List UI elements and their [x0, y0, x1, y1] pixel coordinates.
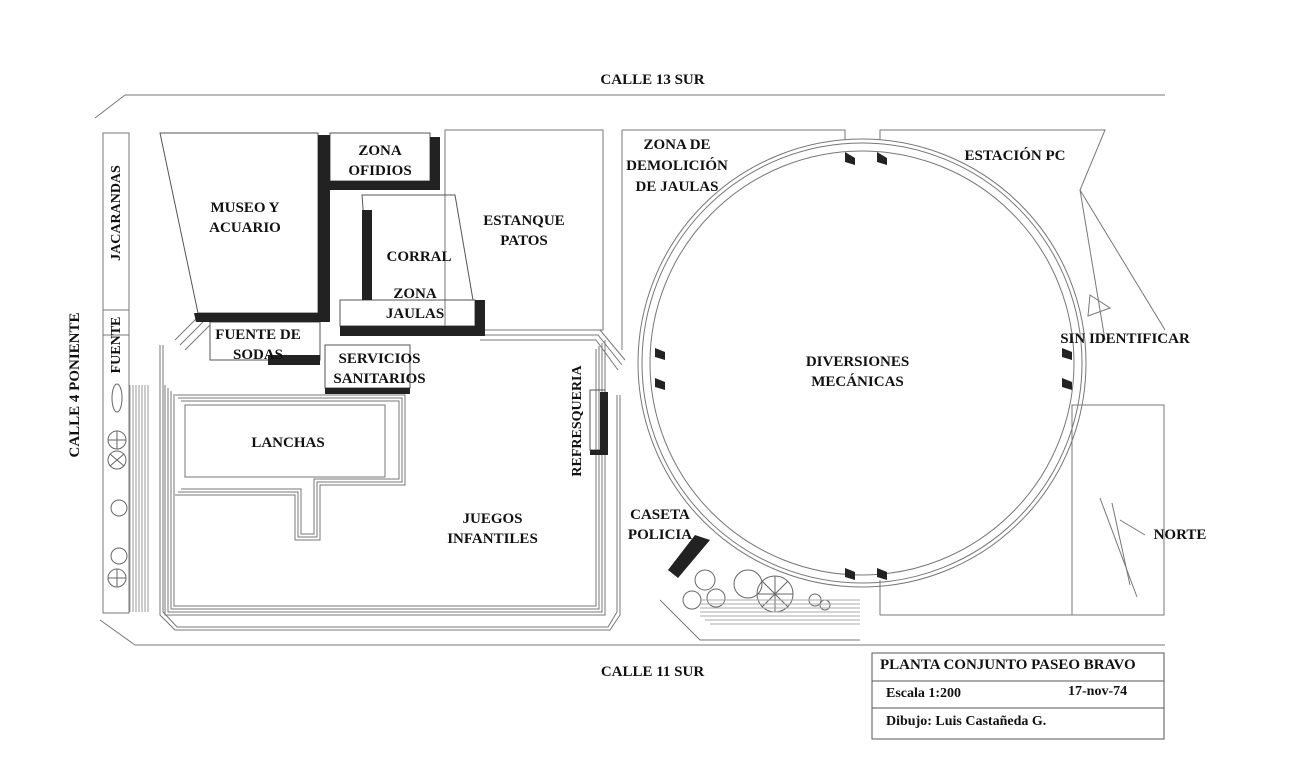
title-block-frame	[871, 652, 1165, 740]
museo-label-line2: ACUARIO	[209, 220, 281, 236]
estanque-label: ESTANQUE PATOS	[474, 211, 574, 251]
servicios-line2: SANITARIOS	[333, 371, 426, 387]
fuente-sodas-line1: FUENTE DE	[215, 327, 301, 343]
diversiones-line2: MECÁNICAS	[811, 374, 904, 390]
title-block-scale: Escala 1:200	[886, 686, 962, 701]
demolicion-line3: DE JAULAS	[635, 179, 719, 195]
juegos-line1: JUEGOS	[462, 511, 523, 527]
caseta-label: CASETA POLICIA	[610, 505, 710, 545]
title-block-title: PLANTA CONJUNTO PASEO BRAVO	[880, 657, 1136, 673]
zona-ofidios-line1: ZONA	[358, 143, 402, 159]
diversiones-line1: DIVERSIONES	[805, 354, 910, 370]
caseta-line2: POLICIA	[627, 527, 693, 543]
lanchas-pool	[184, 404, 386, 478]
juegos-label: JUEGOS INFANTILES	[435, 509, 550, 549]
street-south-label: CALLE 11 SUR	[600, 664, 705, 680]
fuente-label: FUENTE	[109, 316, 124, 374]
refresqueria-label: REFRESQUERIA	[570, 365, 585, 477]
caseta-policia	[668, 535, 710, 578]
museo-label-line1: MUSEO Y	[210, 200, 280, 216]
tree-icon	[107, 383, 128, 588]
title-block-author: Dibujo: Luis Castañeda G.	[886, 714, 1047, 729]
juegos-line2: INFANTILES	[447, 531, 538, 547]
norte-label: NORTE	[1153, 527, 1207, 543]
diversiones-ring	[649, 150, 1075, 576]
lanchas-label: LANCHAS	[251, 435, 325, 451]
jacarandas-strip	[102, 132, 130, 614]
jacarandas-label: JACARANDAS	[109, 165, 124, 261]
estacion-pc-label: ESTACIÓN PC	[964, 148, 1066, 164]
caseta-line1: CASETA	[630, 507, 690, 523]
title-block-date: 17-nov-74	[1068, 684, 1128, 699]
estanque-line2: PATOS	[500, 233, 548, 249]
demolicion-line2: DEMOLICIÓN	[626, 158, 728, 174]
demolicion-line1: ZONA DE	[643, 137, 711, 153]
fuente-sodas-label: FUENTE DE SODAS	[208, 325, 308, 365]
zona-jaulas-label: ZONA JAULAS	[360, 284, 470, 324]
zona-ofidios-line2: OFIDIOS	[348, 163, 412, 179]
servicios-line1: SERVICIOS	[338, 351, 421, 367]
sin-identificar-label: SIN IDENTIFICAR	[1060, 331, 1190, 347]
fuente-sodas-line2: SODAS	[232, 347, 284, 363]
corral-label: CORRAL	[386, 249, 452, 265]
zona-jaulas-line1: ZONA	[393, 286, 437, 302]
demolicion-label: ZONA DE DEMOLICIÓN DE JAULAS	[612, 135, 742, 198]
zona-jaulas-line2: JAULAS	[385, 306, 445, 322]
estanque-line1: ESTANQUE	[483, 213, 565, 229]
street-north-label: CALLE 13 SUR	[600, 72, 705, 88]
servicios-label: SERVICIOS SANITARIOS	[322, 349, 437, 389]
zona-ofidios-label: ZONA OFIDIOS	[335, 141, 425, 181]
street-west-label: CALLE 4 PONIENTE	[67, 312, 83, 458]
diversiones-label: DIVERSIONES MECÁNICAS	[785, 352, 930, 392]
museo-label: MUSEO Y ACUARIO	[195, 198, 295, 238]
